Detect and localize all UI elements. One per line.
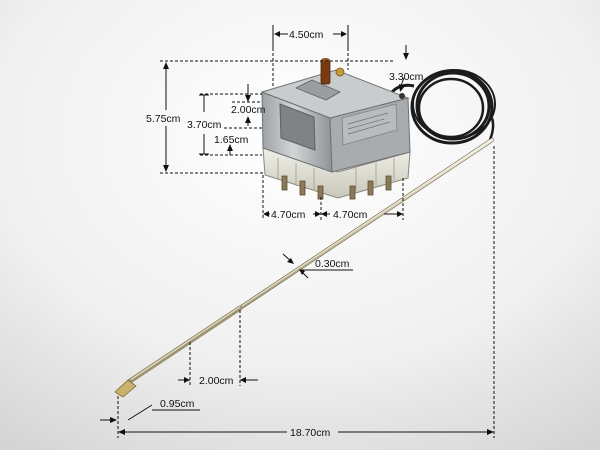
label-total-height: 5.75cm xyxy=(146,113,181,125)
dimension-labels: 4.50cm 3.30cm 5.75cm 2.00cm 3.70cm 1.65c… xyxy=(146,29,424,439)
label-top-width: 4.50cm xyxy=(289,29,324,41)
label-base-left: 4.70cm xyxy=(271,209,306,221)
label-capillary-offset: 3.30cm xyxy=(389,71,424,83)
capillary-coil xyxy=(390,69,496,145)
rod-tip xyxy=(114,379,137,398)
thermostat-device-icon xyxy=(260,58,496,200)
label-tube-diameter: 0.30cm xyxy=(315,258,350,270)
brass-screw xyxy=(335,67,345,77)
housing-window xyxy=(279,103,316,151)
label-total-length: 18.70cm xyxy=(290,427,331,439)
label-lower-gap: 1.65cm xyxy=(214,134,249,146)
sensing-rod xyxy=(114,137,495,398)
dimension-lines xyxy=(100,25,495,438)
capillary-tail xyxy=(488,117,495,141)
adjust-knob xyxy=(320,59,331,85)
terminals xyxy=(281,175,392,200)
label-bulb-marker: 2.00cm xyxy=(199,375,234,387)
label-tip-length: 0.95cm xyxy=(160,398,195,410)
label-base-right: 4.70cm xyxy=(333,209,368,221)
label-mid-height: 3.70cm xyxy=(187,119,222,131)
label-upper-gap: 2.00cm xyxy=(231,104,266,116)
